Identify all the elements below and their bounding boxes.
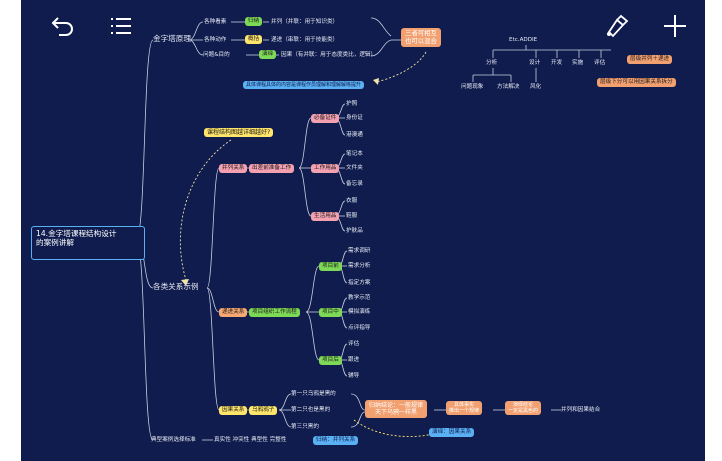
crow-item2[interactable]: 第二只也是黑的 [291,407,331,413]
root-line1: 14.金字塔课程结构设计 [36,229,117,238]
item-idcard[interactable]: 身份证 [346,115,363,121]
item-coach[interactable]: 点评指导 [348,325,371,331]
row1-label[interactable]: 各种看素 [204,19,227,25]
branch-develop[interactable]: 开发 [551,60,563,66]
item-research[interactable]: 需求调研 [348,248,371,254]
section-pyramid-title[interactable]: 金字塔原理 [153,34,191,43]
branch-analysis[interactable]: 分析 [486,60,498,66]
paint-brush-icon[interactable] [603,12,631,40]
callout-mixed[interactable]: 三者可相互 也可以混合 [401,28,441,48]
leaf-risk[interactable]: 风化 [530,84,542,90]
deduce-conclusion[interactable]: 演绎结论 一定是黑色的 [505,401,542,415]
mindmap-canvas[interactable]: 14.金字塔课程结构设计 的案例讲解 金字塔原理 各种看素 归纳 并列（并联：用… [21,0,705,461]
deduce-fact[interactable]: 具体事实 推出一个规律 [446,401,483,415]
item-passport[interactable]: 护照 [346,101,358,107]
plus-icon[interactable] [661,12,689,40]
group-documents[interactable]: 必备证件 [311,114,340,123]
item-follow[interactable]: 跟进 [348,357,360,363]
section-cases-desc[interactable]: 真实性 冲突性 典型性 完整性 [214,437,287,443]
banner-note[interactable]: 具体课程具体的内容是课程作员理解和理解解练提升 [243,81,365,89]
group-after[interactable]: 项目后 [319,356,342,365]
note-causal-split[interactable]: 层级下分可以用因果关系拆分 [597,78,676,87]
deduce-line2: 推出一个规律 [449,408,480,414]
conclusion-line1: 归纳结论：一般规律 [369,402,424,409]
group-work[interactable]: 工作用品 [311,164,340,173]
undo-arrow-icon[interactable] [49,12,77,40]
item-hkpass[interactable]: 港澳通 [346,132,363,138]
section-cases-title[interactable]: 典型案例选择标准 [151,437,196,443]
crow-item3[interactable]: 第三只黑的 [291,424,319,430]
root-line2: 的案例讲解 [36,238,74,248]
item-folder[interactable]: 文件夹 [346,165,363,171]
item-skincare[interactable]: 护肤品 [346,228,363,234]
tag-induce-parallel[interactable]: 归纳：并列关系 [313,436,359,445]
tag-induce[interactable]: 归纳 [245,17,263,26]
leaf-problem[interactable]: 问题现象 [461,84,484,90]
tag-deduce-causal[interactable]: 演绎：因果关系 [429,428,475,437]
hub-travel-prep[interactable]: 出差前准备工作 [249,164,295,173]
item-notebook[interactable]: 笔记本 [346,151,363,157]
combine-label[interactable]: 并列和因果结合 [561,407,601,413]
group-during[interactable]: 项目中 [319,308,342,317]
item-plan[interactable]: 指定方案 [348,280,371,286]
branch-implement[interactable]: 实施 [572,60,584,66]
note-parallel-sequence[interactable]: 层级并列＋递进 [627,55,673,64]
item-demo[interactable]: 教学示范 [348,295,371,301]
question-node[interactable]: 课程结构图越详细越好? [204,128,274,138]
tag-causal[interactable]: 因果关系 [219,406,248,415]
etc-addie[interactable]: Etc.ADDIE [509,37,538,43]
item-memo[interactable]: 备忘录 [346,181,363,187]
item-shoes[interactable]: 鞋服 [346,213,358,219]
row2-desc[interactable]: 递进（串联：用于技能类） [271,37,339,43]
leaf-solution[interactable]: 方法解决 [497,84,520,90]
hub-project-flow[interactable]: 项目组织工作流程 [249,308,300,317]
branch-evaluate[interactable]: 评估 [594,60,606,66]
callout-line2: 也可以混合 [405,36,437,45]
branch-design[interactable]: 设计 [529,60,541,66]
hub-crow[interactable]: 乌鸦鸦子 [249,406,278,415]
row3-desc[interactable]: 因果（有并联：用于态度类比，逻辑） [281,52,377,58]
tag-parallel[interactable]: 并列关系 [219,164,248,173]
tag-summary[interactable]: 概括 [245,35,263,44]
callout-line1: 三者可相互 [405,29,437,37]
conclusion-line2: 天下乌鸦一样黑 [375,409,418,417]
deduce2-line2: 一定是黑色的 [508,408,539,414]
item-drill[interactable]: 模拟演练 [348,309,371,315]
root-node[interactable]: 14.金字塔课程结构设计 的案例讲解 [31,226,145,260]
deduce2-line1: 演绎结论 [513,402,534,408]
tag-deduce[interactable]: 演绎 [259,50,277,59]
item-tutor[interactable]: 辅导 [348,373,360,379]
deduce-line1: 具体事实 [454,402,475,408]
tag-sequence[interactable]: 递进关系 [219,308,248,317]
crow-item1[interactable]: 第一只乌鸦是黑的 [291,391,336,397]
row1-desc[interactable]: 并列（并联：用于知识类） [271,19,339,25]
list-icon[interactable] [107,12,135,40]
row2-label[interactable]: 各种动作 [204,37,227,43]
group-before[interactable]: 项目前 [319,262,342,271]
item-clothes[interactable]: 衣服 [346,198,358,204]
row3-label[interactable]: 问题&目的 [203,52,230,58]
conclusion-induce[interactable]: 归纳结论：一般规律 天下乌鸦一样黑 [365,400,428,419]
item-evaluate[interactable]: 评估 [348,341,360,347]
group-daily[interactable]: 生活用品 [311,212,340,221]
section-relations-title[interactable]: 各类关系示例 [153,282,199,291]
item-analysis[interactable]: 需求分析 [348,263,371,269]
